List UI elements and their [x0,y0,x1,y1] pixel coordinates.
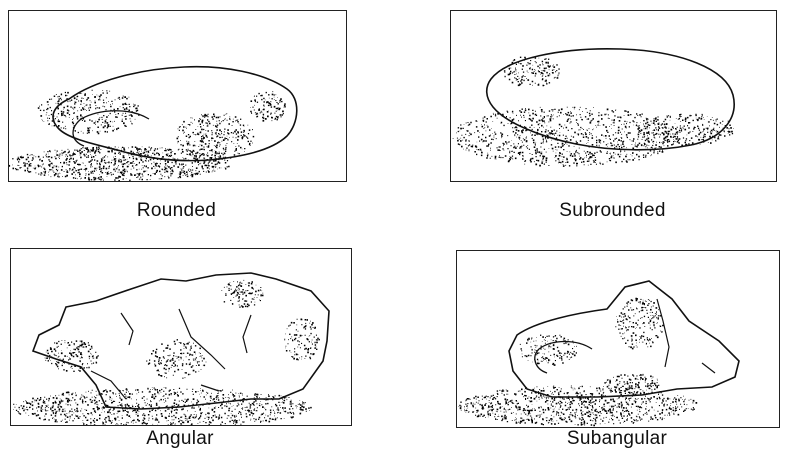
subangular-panel [456,250,780,428]
rounded-ground-speckle [9,146,230,181]
rounded-sketch [9,65,298,181]
angular-clast-outline [31,272,330,410]
rounded-caption: Rounded [136,200,217,221]
angular-crack-5 [200,384,220,392]
rounded-left-shading [37,89,140,135]
rounded-right-shading [250,91,286,122]
angular-crack-4 [90,370,127,400]
rounded-center-shading [176,113,255,162]
subangular-left-shading [519,334,577,366]
angular-top-shading [221,279,264,308]
subangular-bottom-shading [604,373,660,394]
rounded-panel [8,10,347,182]
angular-center-shading [146,339,207,379]
angular-crack-2 [242,314,252,354]
subrounded-sketch [452,47,735,167]
subangular-top-shading [615,297,664,350]
angular-panel [10,248,352,426]
subangular-sketch [458,280,740,427]
subangular-crack-2 [701,362,716,374]
subangular-ground-speckle [458,385,698,427]
subrounded-right-shading [637,113,734,147]
angular-caption: Angular [146,428,214,449]
angular-sketch [13,272,330,425]
angular-crack-3 [120,312,134,346]
subrounded-ground-speckle [452,106,679,167]
rounded-inner-curve [72,110,150,147]
subangular-clast-outline [508,280,740,398]
subangular-caption: Subangular [566,428,668,449]
subangular-inner-curve [534,340,593,374]
subrounded-caption: Subrounded [559,200,666,221]
subangular-crack [656,298,670,368]
subrounded-top-shading [503,56,560,87]
angular-ground-speckle [13,387,312,425]
angular-crack-1 [178,308,226,370]
subrounded-panel [450,10,777,182]
angular-left-shading [44,340,99,372]
subrounded-clast-outline [485,47,735,151]
angular-right-shading [284,318,320,361]
rounded-clast-outline [52,65,298,162]
